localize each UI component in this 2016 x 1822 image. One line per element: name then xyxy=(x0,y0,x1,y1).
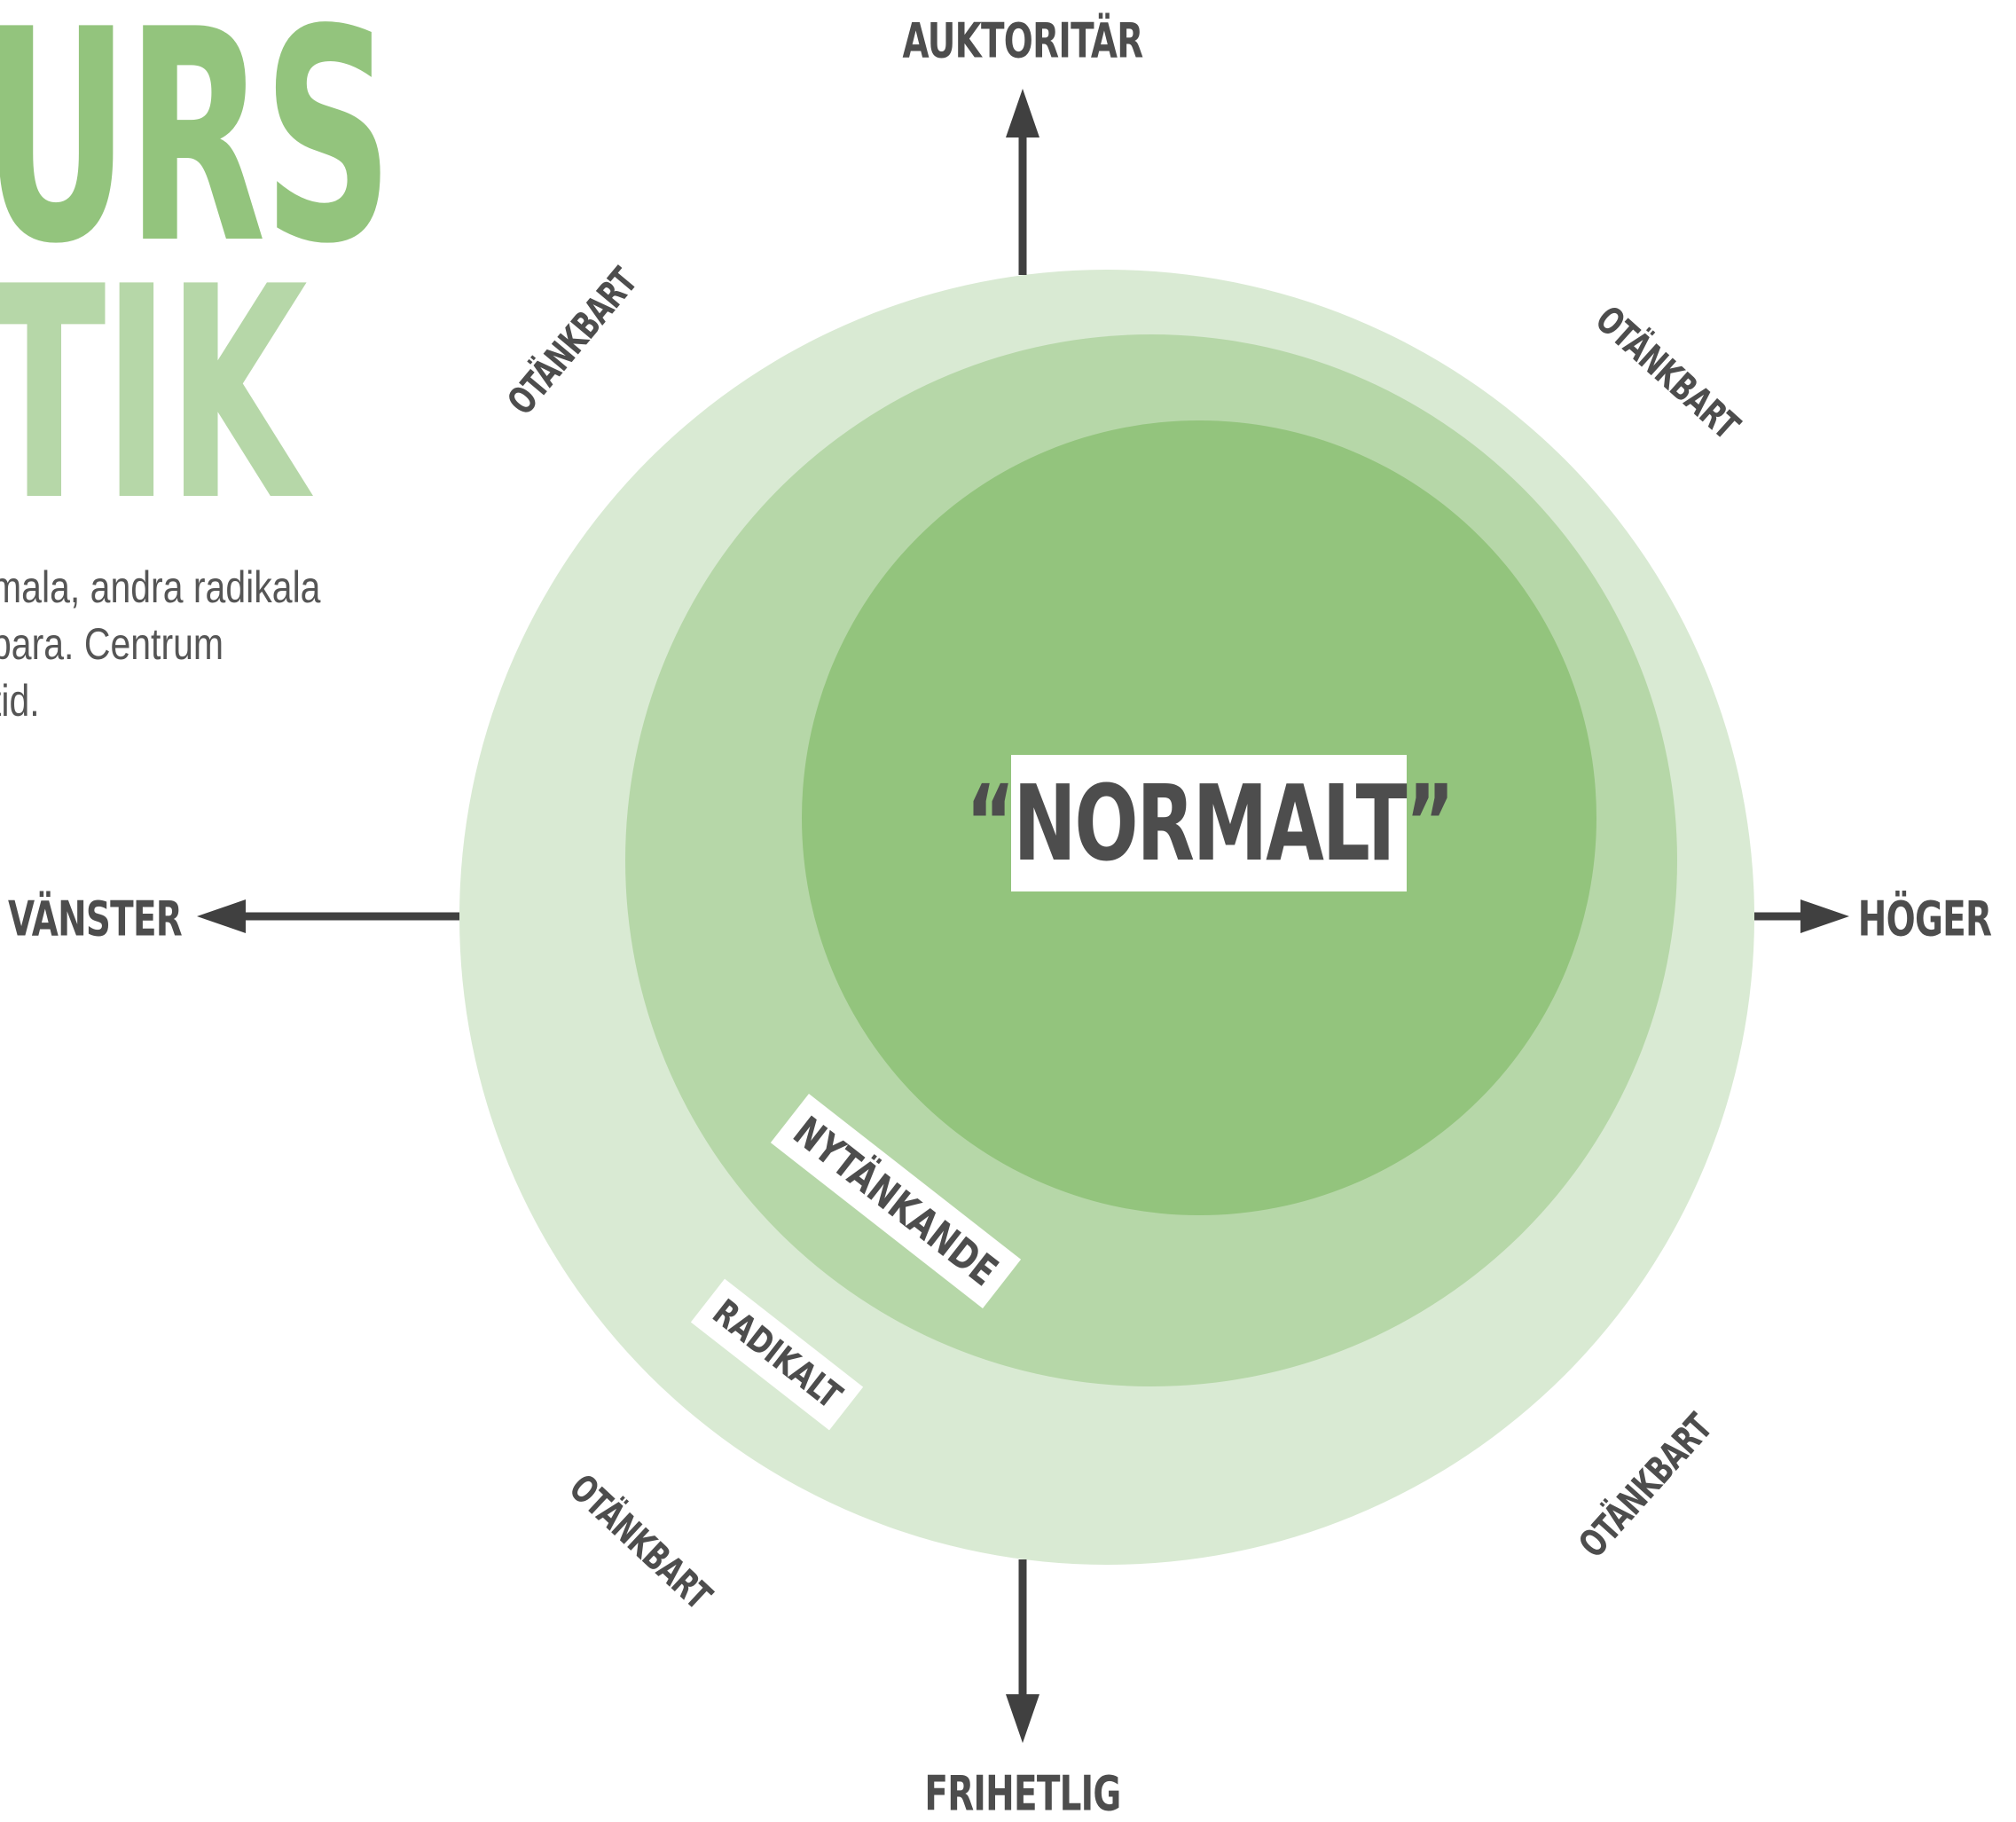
arrowhead-left xyxy=(197,899,246,933)
arrowhead-right xyxy=(1800,899,1849,933)
intro-paragraph: mala, andra radikala bara. Centrum tid. xyxy=(0,559,321,729)
axis-label-right: HÖGER xyxy=(1857,891,1992,947)
intro-line-3: tid. xyxy=(0,676,40,726)
intro-line-1: mala, andra radikala xyxy=(0,562,321,612)
arrowhead-top xyxy=(1006,89,1039,137)
page-title-line-1: URS xyxy=(0,0,394,308)
intro-line-2: bara. Centrum xyxy=(0,619,224,669)
axis-label-bottom: FRIHETLIG xyxy=(924,1765,1121,1822)
center-label-normalt: “NORMALT” xyxy=(965,755,1455,891)
arrowhead-bottom xyxy=(1006,1694,1039,1743)
axis-label-left: VÄNSTER xyxy=(7,891,183,947)
page-title-line-2: TIK xyxy=(0,224,308,565)
center-label-text: “NORMALT” xyxy=(965,762,1454,884)
axis-label-top: AUKTORITÄR xyxy=(902,12,1144,69)
